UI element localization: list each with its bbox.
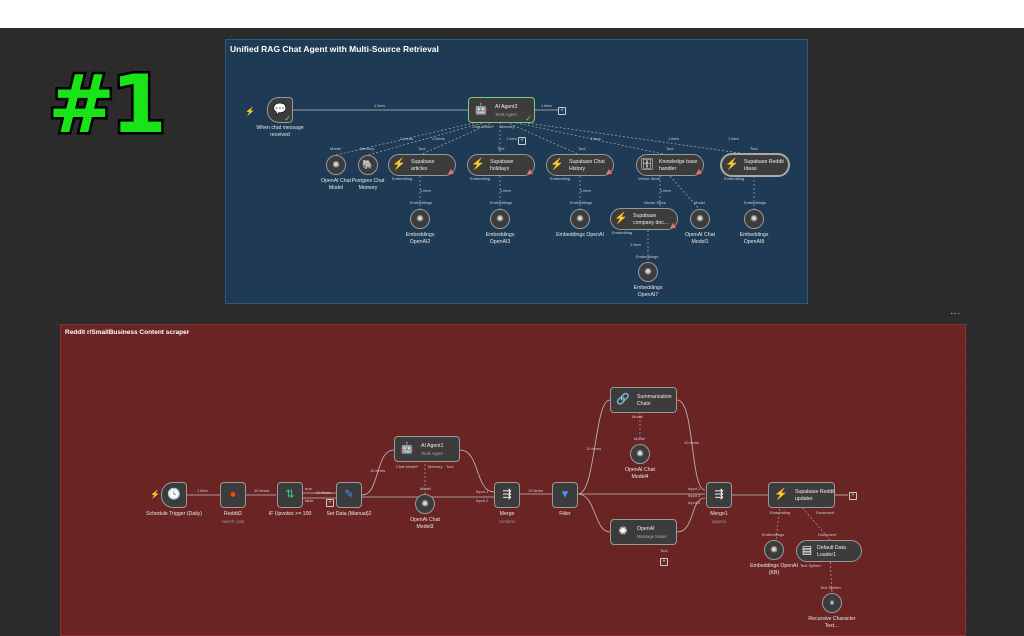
openai-icon: ✺ bbox=[644, 266, 652, 277]
chain-icon: 🔗 bbox=[616, 393, 630, 406]
openai-icon: ✺ bbox=[416, 213, 424, 224]
warning-icon bbox=[527, 169, 533, 174]
openai-icon: ✺ bbox=[636, 448, 644, 459]
merge-node[interactable]: ⇶ bbox=[494, 482, 520, 508]
openai-message-node[interactable]: ✺ OpenAI Message Model bbox=[610, 519, 677, 545]
openai-chat-model1-node[interactable]: ✺ bbox=[690, 209, 710, 229]
robot-icon: 🤖 bbox=[474, 103, 488, 116]
openai-chat-model-node[interactable]: ✺ bbox=[326, 155, 346, 175]
supabase-updater-node[interactable]: ⚡ Supabase Reddit updater bbox=[768, 482, 835, 508]
add-node-button[interactable]: + bbox=[849, 492, 857, 500]
top-bar bbox=[0, 0, 1024, 28]
openai-icon: ✺ bbox=[576, 213, 584, 224]
default-data-loader-node[interactable]: ▤ Default Data Loader1 bbox=[796, 540, 862, 562]
warning-icon bbox=[606, 169, 612, 174]
node-title: When chat message received bbox=[256, 125, 304, 138]
openai-icon: ✺ bbox=[770, 544, 778, 555]
embeddings-openai8-node[interactable]: ✺ bbox=[744, 209, 764, 229]
warning-icon bbox=[448, 169, 454, 174]
summarization-chain-node[interactable]: 🔗 Summarization Chain bbox=[610, 387, 677, 413]
supabase-holidays-node[interactable]: ⚡ Supabase holidays bbox=[467, 154, 535, 176]
supabase-company-node[interactable]: ⚡ Supabase company doc… bbox=[610, 208, 678, 230]
supabase-icon: ⚡ bbox=[725, 158, 739, 171]
chat-trigger-node[interactable]: 💬 ✓ bbox=[267, 97, 293, 123]
openai-icon: ✺ bbox=[421, 498, 429, 509]
knowledge-base-node[interactable]: 🗄 Knowledge base handler bbox=[636, 154, 704, 176]
supabase-icon: ⚡ bbox=[471, 158, 485, 171]
filter-icon: ▼ bbox=[559, 488, 571, 501]
supabase-icon: ⚡ bbox=[614, 212, 628, 225]
group-controls[interactable]: ▪ ▪ – bbox=[950, 311, 960, 317]
supabase-history-node[interactable]: ⚡ Supabase Chat History bbox=[546, 154, 614, 176]
ai-agent2-node[interactable]: 🤖 AI Agent2 Tools Agent ✓ bbox=[468, 97, 535, 123]
merge-icon: ⇶ bbox=[714, 488, 724, 501]
rank-overlay: #1 bbox=[46, 57, 170, 152]
add-node-button[interactable]: + bbox=[558, 107, 566, 115]
trigger-bolt-icon: ⚡ bbox=[245, 107, 255, 116]
embeddings-openai2-node[interactable]: ✺ bbox=[410, 209, 430, 229]
merge-icon: ⇶ bbox=[502, 488, 512, 501]
success-check-icon: ✓ bbox=[284, 114, 291, 123]
schedule-trigger-node[interactable]: 🕓 bbox=[161, 482, 187, 508]
clock-icon: 🕓 bbox=[167, 488, 181, 501]
embeddings-kb-node[interactable]: ✺ bbox=[764, 540, 784, 560]
supabase-articles-node[interactable]: ⚡ Supabase articles bbox=[388, 154, 456, 176]
group-title: Reddit r/SmallBusiness Content scraper bbox=[65, 329, 190, 336]
openai-icon: ✺ bbox=[496, 213, 504, 224]
document-icon: ▤ bbox=[801, 544, 813, 557]
add-node-button[interactable]: + bbox=[326, 499, 334, 507]
text-splitter-node[interactable]: ⏸ bbox=[822, 593, 842, 613]
chat-bubble-icon: 💬 bbox=[273, 103, 287, 116]
filter-node[interactable]: ▼ bbox=[552, 482, 578, 508]
embeddings-openai7-node[interactable]: ✺ bbox=[638, 262, 658, 282]
supabase-icon: ⚡ bbox=[392, 158, 406, 171]
supabase-icon: ⚡ bbox=[774, 488, 788, 501]
if-upvotes-node[interactable]: ⇅ bbox=[277, 482, 303, 508]
branch-icon: ⇅ bbox=[285, 488, 295, 501]
supabase-icon: ⚡ bbox=[550, 158, 564, 171]
openai-chat-model3-node[interactable]: ✺ bbox=[415, 494, 435, 514]
add-tool-button[interactable]: + bbox=[518, 137, 526, 145]
database-icon: 🗄 bbox=[640, 158, 654, 171]
postgres-icon: 🐘 bbox=[362, 159, 374, 170]
robot-icon: 🤖 bbox=[400, 442, 414, 455]
reddit-icon: ● bbox=[229, 488, 237, 501]
openai-icon: ✺ bbox=[618, 525, 628, 538]
ai-agent1-node[interactable]: 🤖 AI Agent1 Tools Agent bbox=[394, 436, 460, 462]
warning-icon bbox=[670, 223, 676, 228]
merge1-node[interactable]: ⇶ bbox=[706, 482, 732, 508]
openai-chat-model4-node[interactable]: ✺ bbox=[630, 444, 650, 464]
trigger-bolt-icon: ⚡ bbox=[150, 490, 160, 499]
pause-icon: ⏸ bbox=[829, 597, 835, 608]
add-tool-button[interactable]: + bbox=[660, 558, 668, 566]
workflow-group-reddit[interactable]: Reddit r/SmallBusiness Content scraper bbox=[60, 324, 966, 636]
group-title: Unified RAG Chat Agent with Multi-Source… bbox=[230, 44, 439, 54]
postgres-memory-node[interactable]: 🐘 bbox=[358, 155, 378, 175]
openai-icon: ✺ bbox=[750, 213, 758, 224]
supabase-ideas-node[interactable]: ⚡ Supabase Reddit Ideas bbox=[720, 153, 790, 177]
set-data-node[interactable]: ✎ bbox=[336, 482, 362, 508]
embeddings-openai3-node[interactable]: ✺ bbox=[490, 209, 510, 229]
warning-icon bbox=[696, 169, 702, 174]
openai-icon: ✺ bbox=[332, 159, 340, 170]
reddit2-node[interactable]: ● bbox=[220, 482, 246, 508]
success-check-icon: ✓ bbox=[525, 114, 532, 123]
embeddings-openai-node[interactable]: ✺ bbox=[570, 209, 590, 229]
pencil-icon: ✎ bbox=[344, 488, 354, 501]
openai-icon: ✺ bbox=[696, 213, 704, 224]
